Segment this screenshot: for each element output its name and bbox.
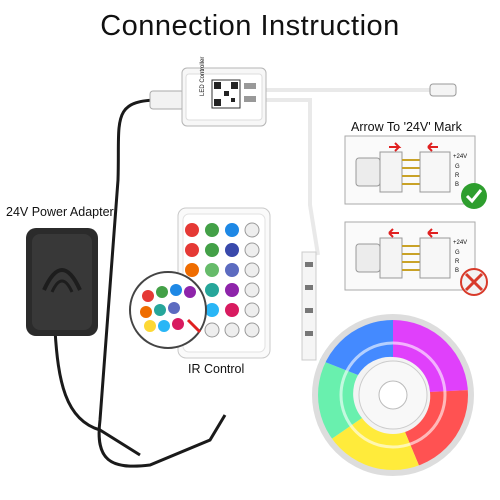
pin-label-b: B: [455, 182, 460, 188]
pin-label-r: R: [455, 173, 460, 179]
ir-control-label: IR Control: [188, 362, 245, 376]
power-adapter: [26, 228, 98, 336]
pin-label-g: G: [455, 164, 460, 170]
adapter-cable: [53, 329, 141, 457]
controller-text: LED Controller: [200, 56, 206, 96]
page-title: Connection Instruction: [100, 10, 400, 42]
led-strip-reel: [312, 314, 474, 476]
dc-plug: [149, 90, 185, 110]
led-output-cable: [265, 98, 320, 256]
pin-label-24v: +24V: [453, 154, 468, 160]
remote-zoom-circle: [129, 271, 207, 349]
connector-diagram-correct: [344, 135, 487, 209]
pin-label-r-2: R: [455, 259, 460, 265]
arrow-mark-label: Arrow To '24V' Mark: [351, 120, 462, 134]
led-controller: [181, 67, 267, 127]
led-strip-segment: [301, 251, 317, 361]
pin-label-24v-2: +24V: [453, 240, 468, 246]
power-cable: [97, 98, 227, 468]
connector-diagram-wrong: [344, 221, 488, 296]
power-adapter-label: 24V Power Adapter: [6, 205, 114, 219]
pin-label-b-2: B: [455, 268, 460, 274]
pin-label-g-2: G: [455, 250, 460, 256]
ir-receiver: [429, 83, 457, 97]
